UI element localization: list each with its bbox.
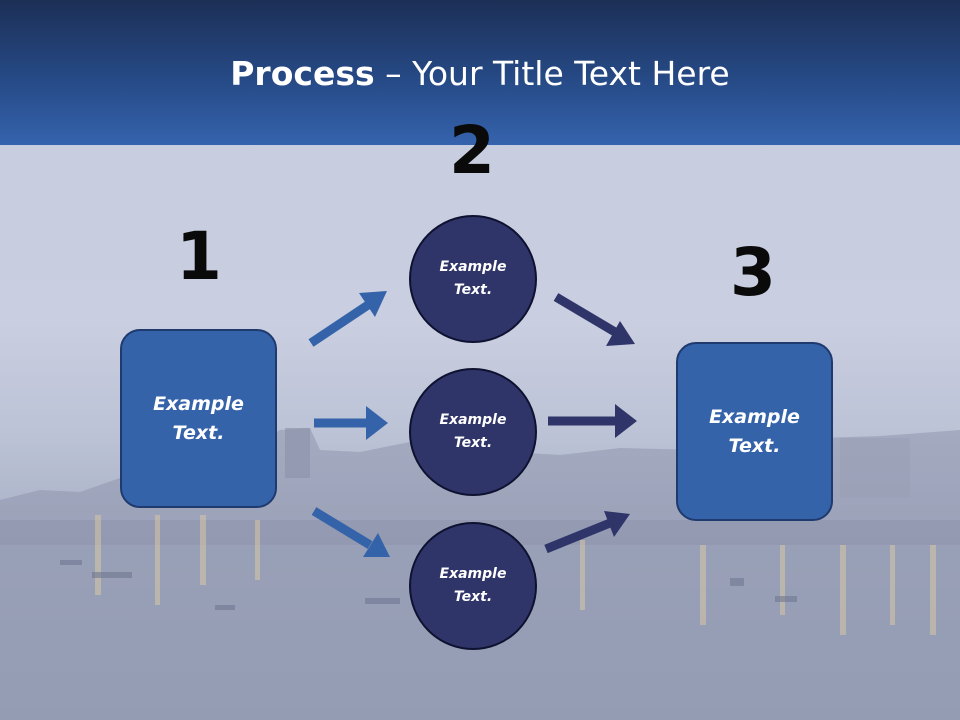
circle-middle: Example Text.	[409, 368, 537, 496]
title-banner: Process – Your Title Text Here	[0, 0, 960, 145]
step-number-3: 3	[730, 234, 776, 311]
circle-middle-text: Example Text.	[439, 412, 507, 451]
circle-top: Example Text.	[409, 215, 537, 343]
arrow-left-to-middle	[314, 406, 388, 440]
right-process-box: Example Text.	[676, 342, 833, 521]
circle-bottom-text: Example Text.	[439, 566, 507, 605]
left-process-box: Example Text.	[120, 329, 277, 508]
step-number-1: 1	[176, 218, 222, 295]
right-box-text: Example Text.	[709, 405, 800, 457]
title-rest-part: – Your Title Text Here	[374, 54, 730, 93]
left-box-text: Example Text.	[153, 392, 244, 444]
arrow-left-to-bottom	[311, 507, 390, 557]
arrow-middle-to-right	[548, 404, 637, 438]
circle-bottom: Example Text.	[409, 522, 537, 650]
title-bold-part: Process	[230, 54, 375, 93]
step-number-2: 2	[449, 112, 495, 189]
arrow-top-to-right	[553, 293, 635, 346]
slide-title: Process – Your Title Text Here	[0, 52, 960, 96]
circle-top-text: Example Text.	[439, 259, 507, 298]
arrow-bottom-to-right	[544, 511, 630, 554]
arrow-left-to-top	[308, 291, 387, 347]
